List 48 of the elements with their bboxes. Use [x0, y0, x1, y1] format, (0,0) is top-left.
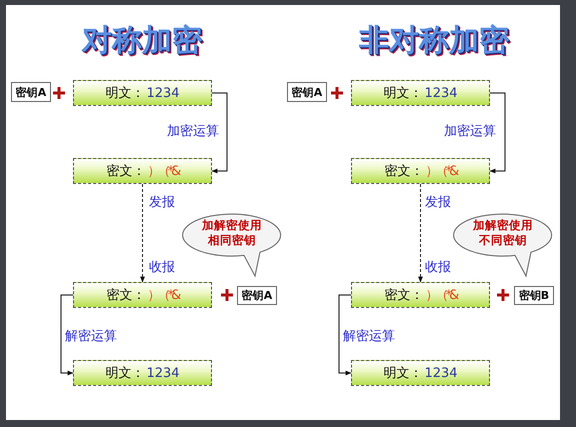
key-box: 密钥A: [287, 82, 327, 102]
value-text: ）（*&: [148, 163, 178, 180]
edge-label: 发报: [424, 193, 452, 211]
key-box: 密钥A: [237, 286, 277, 305]
label-text: 明文：: [383, 365, 422, 382]
value-text: 1234: [424, 366, 458, 380]
edge-label: 加密运算: [443, 122, 497, 140]
value-text: ）（*&: [426, 163, 456, 180]
message-box: [73, 80, 212, 106]
label-text: 明文：: [105, 365, 144, 382]
value-text: ）（*&: [148, 287, 178, 304]
message-box: [73, 158, 212, 184]
edge-label: 解密运算: [64, 327, 118, 345]
arrow: [489, 92, 506, 174]
arrow: [418, 184, 423, 283]
title: 非对称加密: [359, 22, 509, 60]
line-label: 收报: [424, 258, 452, 276]
bubble-text: 加解密使用不同密钥: [473, 218, 533, 248]
speech-bubble: [182, 213, 282, 277]
label-text: 密文：: [384, 287, 424, 304]
message-box: [73, 360, 212, 386]
key-box: 密钥B: [514, 286, 554, 305]
label-text: 明文：: [105, 85, 144, 102]
arrow: [60, 294, 74, 376]
message-box: [73, 282, 212, 308]
value-text: 1234: [146, 86, 180, 100]
edge-label: 解密运算: [342, 327, 396, 345]
message-box: [351, 360, 490, 386]
value-text: 1234: [146, 366, 180, 380]
label-text: 密文：: [106, 163, 146, 180]
label-text: 密文：: [384, 163, 424, 180]
value-text: ）（*&: [426, 287, 456, 304]
speech-bubble: [453, 213, 553, 277]
message-box: [351, 158, 490, 184]
edge-label: 加密运算: [166, 122, 220, 140]
arrow: [140, 184, 145, 283]
arrow: [338, 294, 352, 376]
edge-label: 发报: [148, 193, 176, 211]
arrow: [211, 92, 228, 174]
bubble-text: 加解密使用相同密钥: [202, 218, 262, 248]
value-text: 1234: [424, 86, 458, 100]
message-box: [351, 282, 490, 308]
label-text: 明文：: [383, 85, 422, 102]
line-label: 收报: [148, 258, 176, 276]
title: 对称加密: [82, 22, 202, 60]
label-text: 密文：: [106, 287, 146, 304]
message-box: [351, 80, 490, 106]
key-box: 密钥A: [11, 82, 51, 102]
